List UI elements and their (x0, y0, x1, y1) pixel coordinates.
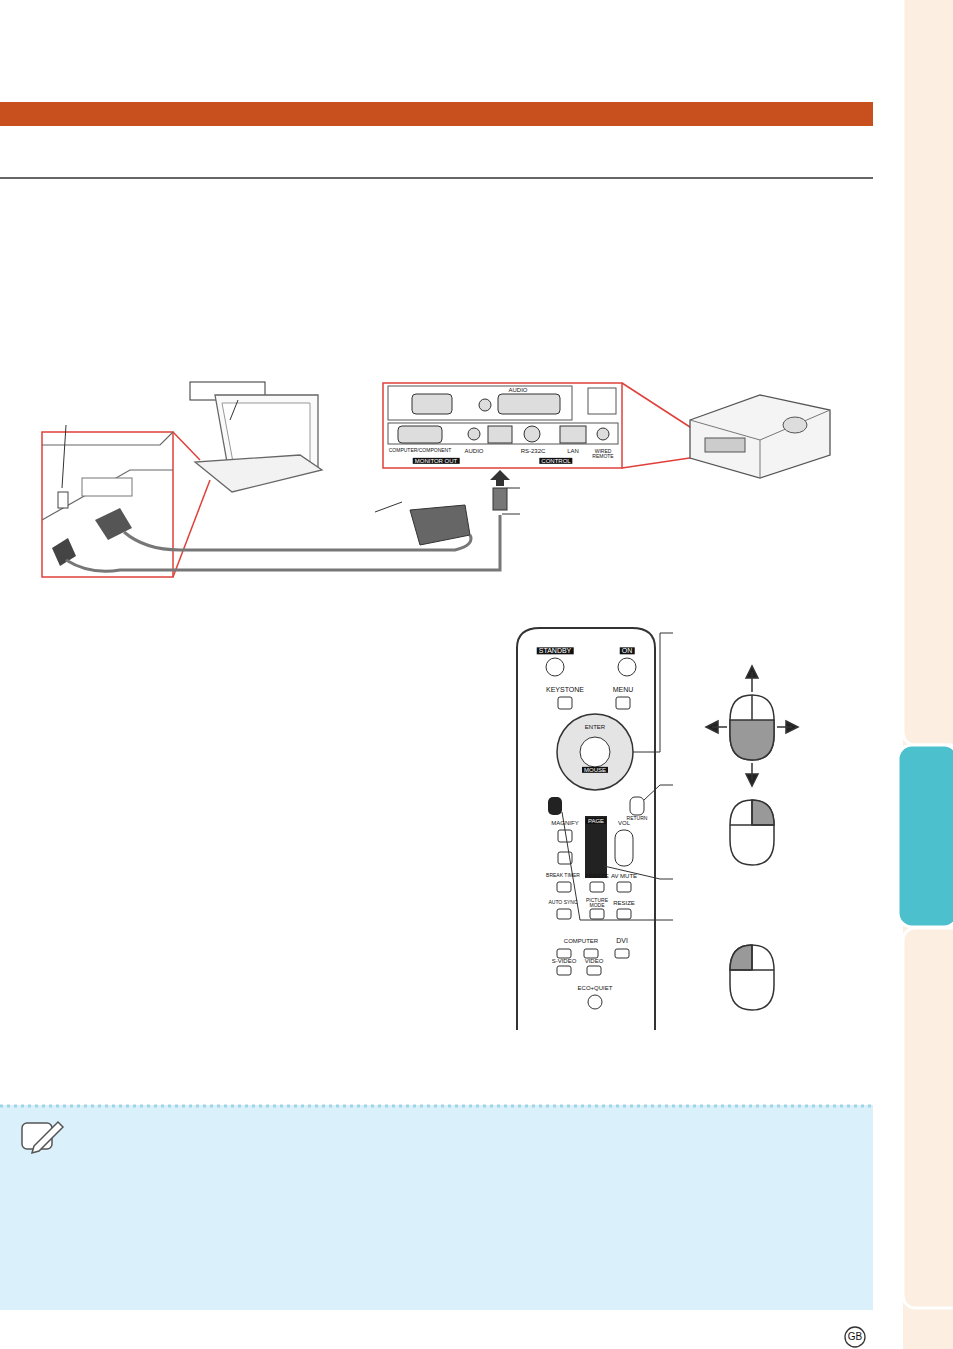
left-click-icon (730, 945, 774, 1010)
inset-line (173, 480, 210, 577)
leader-line (507, 488, 520, 489)
projector-ports (705, 438, 745, 452)
part-label: ECO+QUIET (578, 985, 613, 991)
part-label: MONITOR OUT (413, 458, 460, 464)
page-badge (845, 1327, 865, 1347)
part-label: ENTER (585, 724, 605, 730)
part-label: MAGNIFY (551, 820, 578, 826)
usb-port (58, 492, 68, 508)
remote-jack (597, 428, 609, 440)
side-tab-active (898, 745, 953, 927)
laptop-slot (82, 478, 132, 496)
panel-section (588, 388, 616, 414)
direction-pad (557, 714, 633, 790)
part-label: BREAK TIMER (546, 873, 580, 878)
remote-button (558, 697, 572, 709)
part-label: AUDIO (464, 448, 483, 454)
panel-frame (383, 383, 622, 468)
part-label: WIRED REMOTE (592, 449, 614, 460)
leader-line (375, 502, 402, 512)
part-label: AUTO SYNC (548, 900, 577, 905)
projector-body (690, 395, 830, 478)
rs232c-port (524, 426, 540, 442)
part-label: MENU (613, 686, 634, 693)
remote-button (548, 797, 562, 815)
note-pencil-icon (22, 1122, 63, 1153)
remote-body (517, 628, 655, 1030)
part-label: MOUSE (582, 767, 608, 773)
remote-button (618, 658, 636, 676)
page-panel (585, 816, 607, 878)
part-label: CONTROL (539, 458, 572, 464)
note-box (0, 1105, 873, 1310)
usb-plug (52, 538, 76, 566)
mouse-move-icon (706, 666, 798, 786)
header-bar (0, 102, 873, 126)
leader-line (502, 514, 520, 515)
laptop-edge (42, 432, 173, 445)
note-border (0, 1105, 873, 1108)
panel-section (388, 386, 572, 420)
vga-port (412, 394, 452, 414)
page-badge-text: GB (848, 1332, 862, 1343)
part-label: FREEZE (585, 873, 609, 879)
part-label: AV MUTE (611, 873, 637, 879)
leader-line (644, 785, 673, 800)
part-label: DVI (616, 937, 628, 944)
remote-button (630, 797, 644, 815)
part-label: AUDIO (508, 387, 527, 393)
audio-jack (479, 399, 491, 411)
right-click-icon (730, 800, 774, 865)
laptop-base (195, 455, 322, 492)
leader-line (230, 400, 238, 420)
enter-button (580, 737, 610, 767)
panel-section (388, 423, 618, 444)
part-label: ON (620, 647, 635, 654)
usb-port (488, 426, 512, 443)
part-label: COMPUTER/COMPONENT (389, 448, 452, 453)
leader-line (562, 812, 673, 920)
part-label: STANDBY (537, 647, 574, 654)
part-label: RESIZE (613, 900, 635, 906)
adapter (410, 505, 470, 545)
part-label: LAN (567, 448, 579, 454)
part-label: PAGE (586, 818, 606, 824)
part-label: S-VIDEO (552, 958, 577, 964)
part-label: KEYSTONE (546, 686, 584, 693)
dvi-port (498, 394, 560, 414)
lan-port (560, 426, 586, 443)
side-tab (903, 0, 953, 745)
projector-edge (690, 410, 830, 478)
header-rule (0, 177, 873, 179)
laptop-edge (42, 470, 173, 520)
volume-button (615, 830, 633, 866)
leader-line (62, 425, 66, 488)
usb-plug (493, 488, 507, 510)
remote-button (616, 697, 630, 709)
part-label: COMPUTER (564, 938, 598, 944)
part-label: VOL (618, 820, 630, 826)
remote-button (546, 658, 564, 676)
part-label: RS-232C (521, 448, 546, 454)
part-label: PICTURE MODE (585, 898, 609, 909)
projector-lens (783, 417, 807, 433)
audio-jack (468, 428, 480, 440)
leader-line (633, 633, 673, 752)
inset-line (173, 432, 200, 460)
leader-line (604, 866, 673, 879)
insert-arrow (490, 470, 510, 486)
side-tab (903, 928, 953, 1308)
part-label: VIDEO (585, 958, 604, 964)
vga-port (398, 426, 442, 443)
inset-frame (42, 432, 173, 577)
